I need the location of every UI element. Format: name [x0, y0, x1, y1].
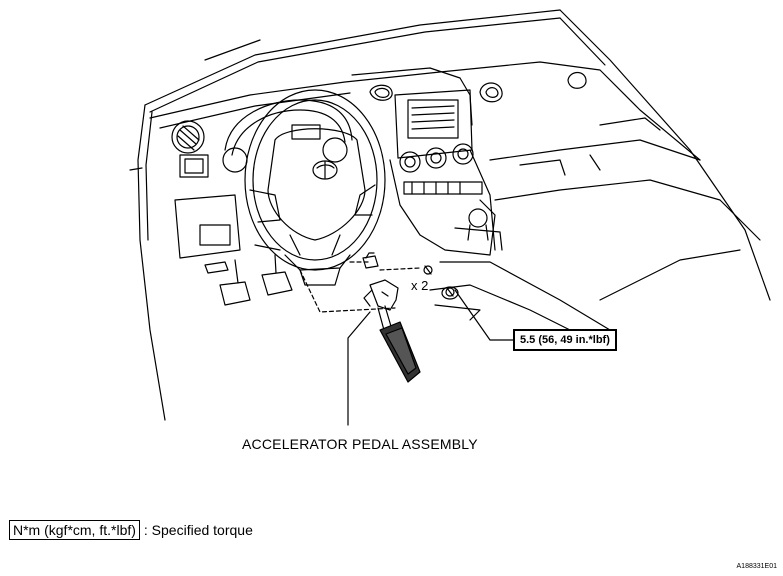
removal-path-lines — [299, 261, 421, 313]
left-door-frame — [129, 104, 166, 421]
left-vents — [171, 120, 241, 274]
windshield-lines — [144, 9, 771, 301]
right-dashboard — [489, 117, 761, 241]
mounting-bolts — [423, 265, 455, 297]
accelerator-pedal — [363, 279, 421, 383]
fastener-count-label: x 2 — [411, 278, 429, 293]
brake-clutch-pedals — [219, 254, 293, 306]
torque-legend: N*m (kgf*cm, ft.*lbf) : Specified torque — [9, 520, 253, 540]
dashboard-top — [149, 61, 701, 161]
pedal-leader-line — [347, 311, 371, 426]
torque-leader-line — [454, 289, 514, 341]
legend-description: : Specified torque — [143, 522, 253, 538]
center-console — [429, 249, 741, 341]
instrument-cluster — [222, 99, 353, 173]
legend-unit-box: N*m (kgf*cm, ft.*lbf) — [9, 520, 140, 540]
gear-shifter — [454, 208, 503, 251]
steering-column — [284, 254, 351, 286]
figure-id: A188331E01 — [736, 563, 777, 570]
steering-wheel — [244, 89, 386, 271]
connector-part — [362, 252, 379, 269]
part-name-label: ACCELERATOR PEDAL ASSEMBLY — [242, 436, 478, 452]
center-stack — [389, 89, 496, 256]
torque-spec-box: 5.5 (56, 49 in.*lbf) — [513, 329, 617, 351]
